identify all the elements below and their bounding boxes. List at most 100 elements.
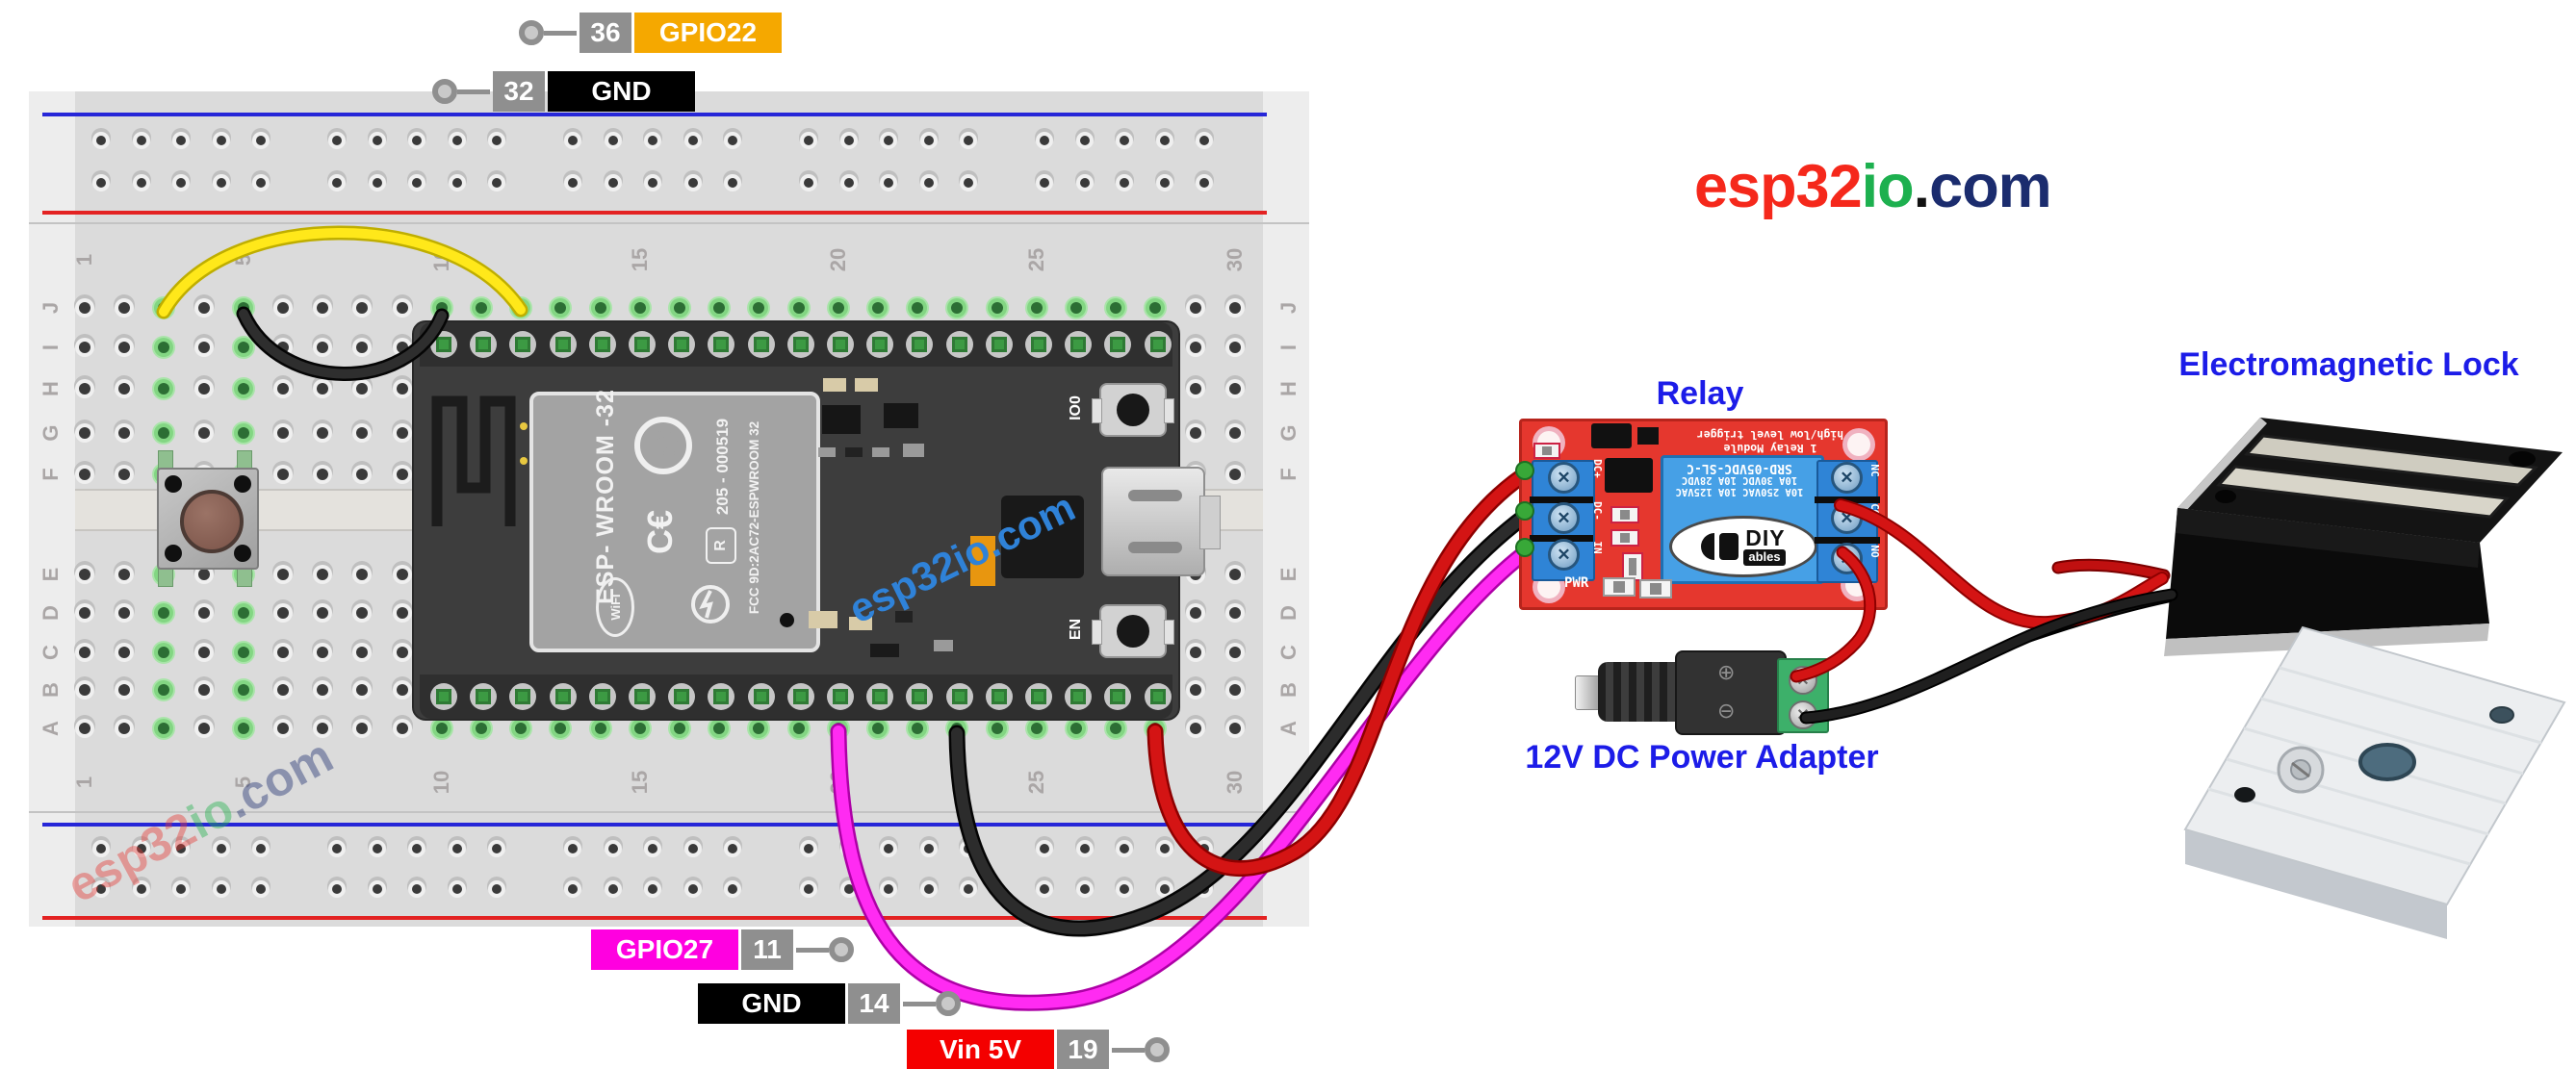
breadboard-hole [1116, 880, 1133, 898]
power-rail-red-line [42, 916, 1267, 920]
breadboard-hole [724, 840, 741, 857]
terminal-label-no: NO [1868, 545, 1882, 558]
breadboard-hole [154, 338, 174, 357]
breadboard-hole [273, 379, 293, 398]
wire-gpio27-magenta [830, 540, 1539, 1011]
terminal-screw: ✕ [1831, 502, 1863, 534]
esp32-pin-pad [747, 683, 775, 710]
adapter-barrel-body [1598, 662, 1679, 722]
breadboard-hole [193, 423, 214, 443]
pin-dot [936, 991, 961, 1016]
cert-icon [691, 585, 730, 624]
relay-header-text: 1 Relay Module high/low level trigger [1696, 427, 1844, 455]
breadboard-hole [551, 298, 571, 318]
breadboard-hole [212, 880, 230, 898]
breadboard-hole [564, 174, 581, 191]
breadboard-hole [273, 423, 293, 443]
lock-armature-plate [2183, 625, 2566, 939]
breadboard-hole [788, 719, 809, 738]
esp32-pin-pad [945, 331, 973, 358]
breadboard-hole [115, 680, 135, 700]
wire-gpio22-yellow [156, 225, 528, 319]
breadboard-hole [115, 565, 135, 584]
breadboard-hole [252, 880, 270, 898]
breadboard-hole [154, 603, 174, 623]
breadboard-hole [1036, 840, 1053, 857]
breadboard-hole [488, 840, 505, 857]
breadboard-hole [313, 298, 333, 318]
adapter-label: 12V DC Power Adapter [1525, 739, 1879, 776]
breadboard-hole [670, 719, 689, 738]
relay-cube: 10A 250VAC 10A 125VAC 10A 30VDC 10A 28VD… [1661, 455, 1824, 584]
io0-button [1092, 383, 1174, 437]
esp32-pin-pad [786, 683, 814, 710]
site-logo: esp32io.com [1694, 153, 2052, 220]
pin-name-gpio22: GPIO22 [634, 13, 782, 53]
breadboard-hole [590, 719, 610, 738]
breadboard-hole [75, 465, 94, 484]
breadboard-hole [273, 603, 293, 623]
breadboard-hole [352, 565, 373, 584]
breadboard-hole [947, 298, 967, 318]
breadboard-hole [683, 174, 702, 191]
breadboard-hole [212, 174, 230, 191]
breadboard-hole [1106, 298, 1126, 318]
breadboard-hole [1075, 840, 1094, 857]
esp32-pin-pad [549, 331, 577, 358]
espressif-logo [634, 417, 692, 474]
esp32-pin-pad [549, 683, 577, 710]
power-rail-red-line [42, 211, 1267, 215]
esp32-pin-pad [985, 331, 1013, 358]
breadboard-hole [115, 643, 135, 662]
esp32-devkit-board: ESP- WROOM -32 C€ 205 - 000519 R FCC 9D:… [412, 320, 1221, 721]
breadboard-hole [868, 719, 888, 738]
esp32-pin-pad [1144, 331, 1172, 358]
breadboard-hole [644, 880, 661, 898]
breadboard-hole [604, 880, 622, 898]
breadboard-hole [233, 719, 253, 738]
esp-wroom-32-shield: ESP- WROOM -32 C€ 205 - 000519 R FCC 9D:… [529, 389, 820, 652]
breadboard-hole [252, 174, 270, 191]
esp32-pin-pad [509, 331, 537, 358]
breadboard-hole [1224, 465, 1245, 484]
breadboard-hole [511, 719, 531, 738]
breadboard-hole [212, 132, 230, 149]
breadboard-hole [472, 298, 491, 318]
breadboard-hole [352, 423, 373, 443]
esp32-pin-pad [945, 683, 973, 710]
breadboard-hole [132, 174, 150, 191]
esp32-pin-pad [668, 683, 696, 710]
esp32-pin-pad [588, 331, 616, 358]
breadboard-hole [472, 719, 491, 738]
breadboard-hole [132, 880, 150, 898]
breadboard-hole [564, 880, 581, 898]
breadboard-hole [392, 603, 412, 623]
pushbutton-cap [180, 490, 244, 553]
breadboard-hole [448, 840, 466, 857]
breadboard-hole [313, 719, 333, 738]
breadboard-hole [987, 719, 1007, 738]
breadboard-hole [1185, 338, 1205, 357]
breadboard-hole [1116, 174, 1133, 191]
breadboard-hole [352, 465, 373, 484]
breadboard-hole [1116, 132, 1133, 149]
breadboard-left-edge [29, 91, 75, 927]
breadboard-hole [193, 680, 214, 700]
breadboard-divider [29, 811, 1309, 813]
terminal-label-dcplus: DC+ [1591, 459, 1605, 478]
breadboard-hole [172, 132, 190, 149]
breadboard-hole [352, 719, 373, 738]
breadboard-hole [408, 880, 425, 898]
breadboard-hole [392, 680, 412, 700]
breadboard-hole [919, 840, 938, 857]
breadboard-hole [392, 379, 412, 398]
esp32-pin-pad [629, 683, 656, 710]
breadboard-hole [919, 880, 938, 898]
breadboard-hole [724, 132, 741, 149]
breadboard-hole [352, 643, 373, 662]
terminal-label-nc: NC [1868, 464, 1882, 477]
breadboard-hole [724, 880, 741, 898]
breadboard-hole [392, 298, 412, 318]
breadboard-hole [115, 423, 135, 443]
breadboard-hole [233, 680, 253, 700]
